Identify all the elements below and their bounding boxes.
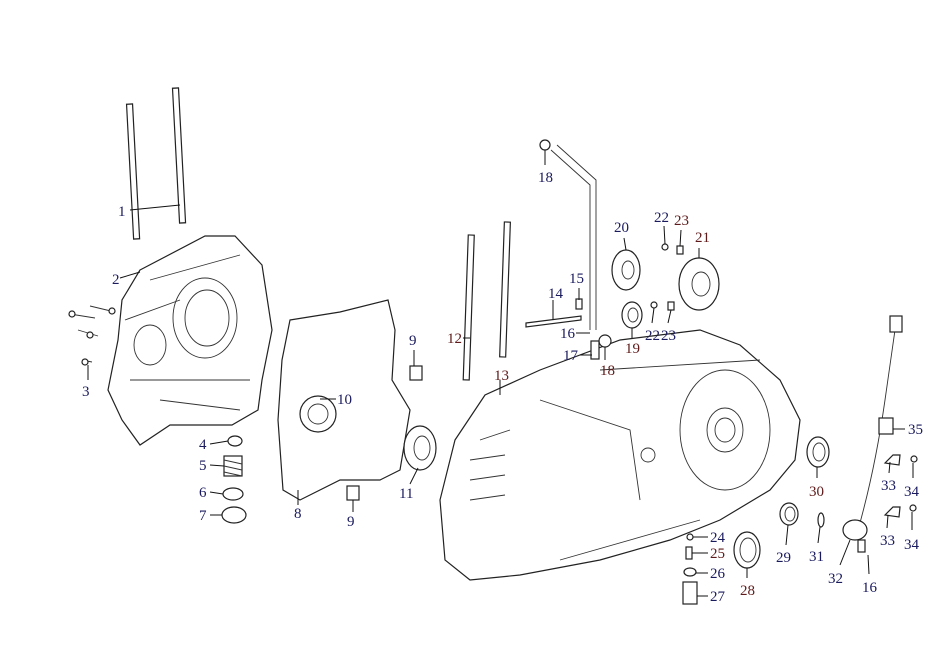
part-number-label: 7: [199, 508, 207, 524]
part-number-label: 9: [409, 333, 417, 349]
part-number-label: 12: [447, 331, 462, 347]
part-number-label: 21: [695, 230, 710, 246]
leader-line: [209, 464, 225, 467]
dowel-pin: [346, 485, 360, 501]
part-number-label: 16: [560, 326, 576, 342]
stud-bolts-left: [125, 87, 187, 240]
leader-line: [679, 229, 682, 247]
leader-line: [209, 440, 229, 445]
leader-line: [209, 491, 224, 495]
part-number-label: 27: [710, 589, 726, 605]
part-number-label: 22: [654, 210, 669, 226]
part-number-label: 16: [862, 580, 878, 596]
part-number-label: 30: [809, 484, 824, 500]
leader-line: [623, 237, 627, 251]
part-number-label: 23: [674, 213, 689, 229]
part-number-label: 32: [828, 571, 843, 587]
leader-line: [129, 204, 181, 211]
oil-strainer-parts: [221, 435, 247, 524]
leader-line: [119, 271, 141, 279]
part-number-label: 18: [538, 170, 553, 186]
leader-line: [867, 554, 870, 575]
leader-line: [651, 307, 655, 324]
part-number-label: 23: [661, 328, 676, 344]
part-number-label: 11: [399, 486, 413, 502]
left-crankcase: [107, 235, 273, 446]
oil-seals: [733, 436, 830, 569]
part-number-label: 10: [337, 392, 352, 408]
small-parts-33-35: [878, 417, 918, 518]
part-number-label: 29: [776, 550, 791, 566]
part-number-label: 4: [199, 437, 207, 453]
stud-bolts-right: [462, 221, 511, 381]
part-number-label: 20: [614, 220, 629, 236]
leader-line: [817, 526, 821, 544]
leader-line: [785, 524, 789, 546]
part-number-label: 1: [118, 204, 126, 220]
part-number-label: 31: [809, 549, 824, 565]
part-number-label: 33: [880, 533, 895, 549]
dowel-pin: [409, 365, 423, 381]
leader-line: [839, 539, 851, 566]
part-number-label: 19: [625, 341, 640, 357]
bolts-3: [68, 305, 116, 366]
leader-line: [663, 225, 666, 245]
part-number-label: 6: [199, 485, 207, 501]
small-parts-14-17: [525, 298, 600, 360]
part-number-label: 2: [112, 272, 120, 288]
part-number-label: 33: [881, 478, 896, 494]
part-number-label: 35: [908, 422, 923, 438]
leader-line: [667, 309, 672, 324]
leader-line: [409, 467, 419, 485]
part-number-label: 15: [569, 271, 584, 287]
bearings: [611, 243, 720, 329]
leader-line: [888, 461, 891, 474]
bearing-11: [403, 425, 437, 471]
sensor-wire: [842, 315, 903, 553]
part-number-label: 17: [563, 348, 579, 364]
drain-parts: [682, 533, 698, 605]
part-number-label: 3: [82, 384, 90, 400]
part-number-label: 34: [904, 484, 920, 500]
part-number-label: 5: [199, 458, 207, 474]
part-number-label: 25: [710, 546, 725, 562]
part-number-label: 26: [710, 566, 726, 582]
part-number-label: 22: [645, 328, 660, 344]
part-number-label: 13: [494, 368, 509, 384]
part-number-label: 34: [904, 537, 920, 553]
right-crankcase: [439, 329, 801, 581]
part-number-label: 18: [600, 363, 615, 379]
part-number-label: 8: [294, 506, 302, 522]
part-number-label: 9: [347, 514, 355, 530]
gasket: [277, 299, 411, 501]
part-number-label: 24: [710, 530, 726, 546]
part-number-label: 28: [740, 583, 755, 599]
leader-line: [886, 514, 889, 529]
part-number-label: 14: [548, 286, 564, 302]
